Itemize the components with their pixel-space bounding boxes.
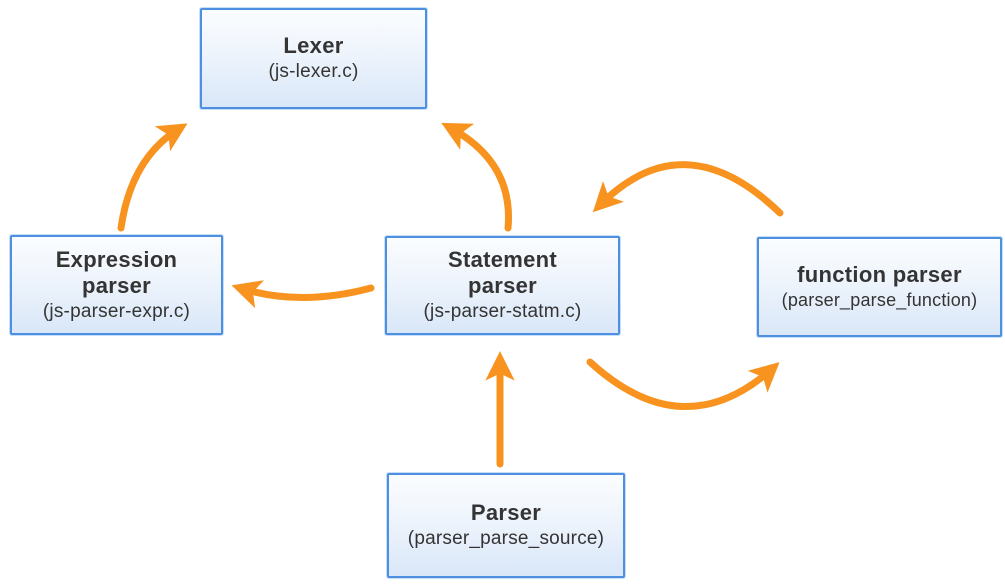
node-statement-parser: Statement parser (js-parser-statm.c) (385, 236, 620, 335)
node-parser-title: Parser (470, 500, 542, 526)
node-parser-subtitle: (parser_parse_source) (407, 528, 605, 550)
node-lexer-subtitle: (js-lexer.c) (268, 61, 359, 83)
node-expression-parser: Expression parser (js-parser-expr.c) (10, 235, 223, 335)
node-lexer-title: Lexer (283, 33, 344, 59)
edge-function-to-statement-arrow (592, 161, 784, 217)
node-function-parser-title: function parser (797, 262, 962, 288)
edge-expression-to-lexer-arrow (117, 123, 188, 232)
node-function-parser-subtitle: (parser_parse_function) (781, 290, 978, 311)
node-function-parser: function parser (parser_parse_function) (757, 237, 1002, 337)
edge-statement-to-expression-arrow (231, 280, 375, 309)
node-lexer: Lexer (js-lexer.c) (200, 8, 427, 109)
edge-statement-to-function-arrow (586, 358, 780, 410)
node-parser: Parser (parser_parse_source) (387, 473, 625, 578)
edge-statement-to-lexer-arrow (441, 122, 513, 232)
node-expression-parser-subtitle: (js-parser-expr.c) (42, 300, 191, 322)
node-statement-parser-title: Statement parser (447, 247, 558, 299)
node-expression-parser-title: Expression parser (55, 246, 178, 298)
node-statement-parser-subtitle: (js-parser-statm.c) (423, 301, 582, 323)
